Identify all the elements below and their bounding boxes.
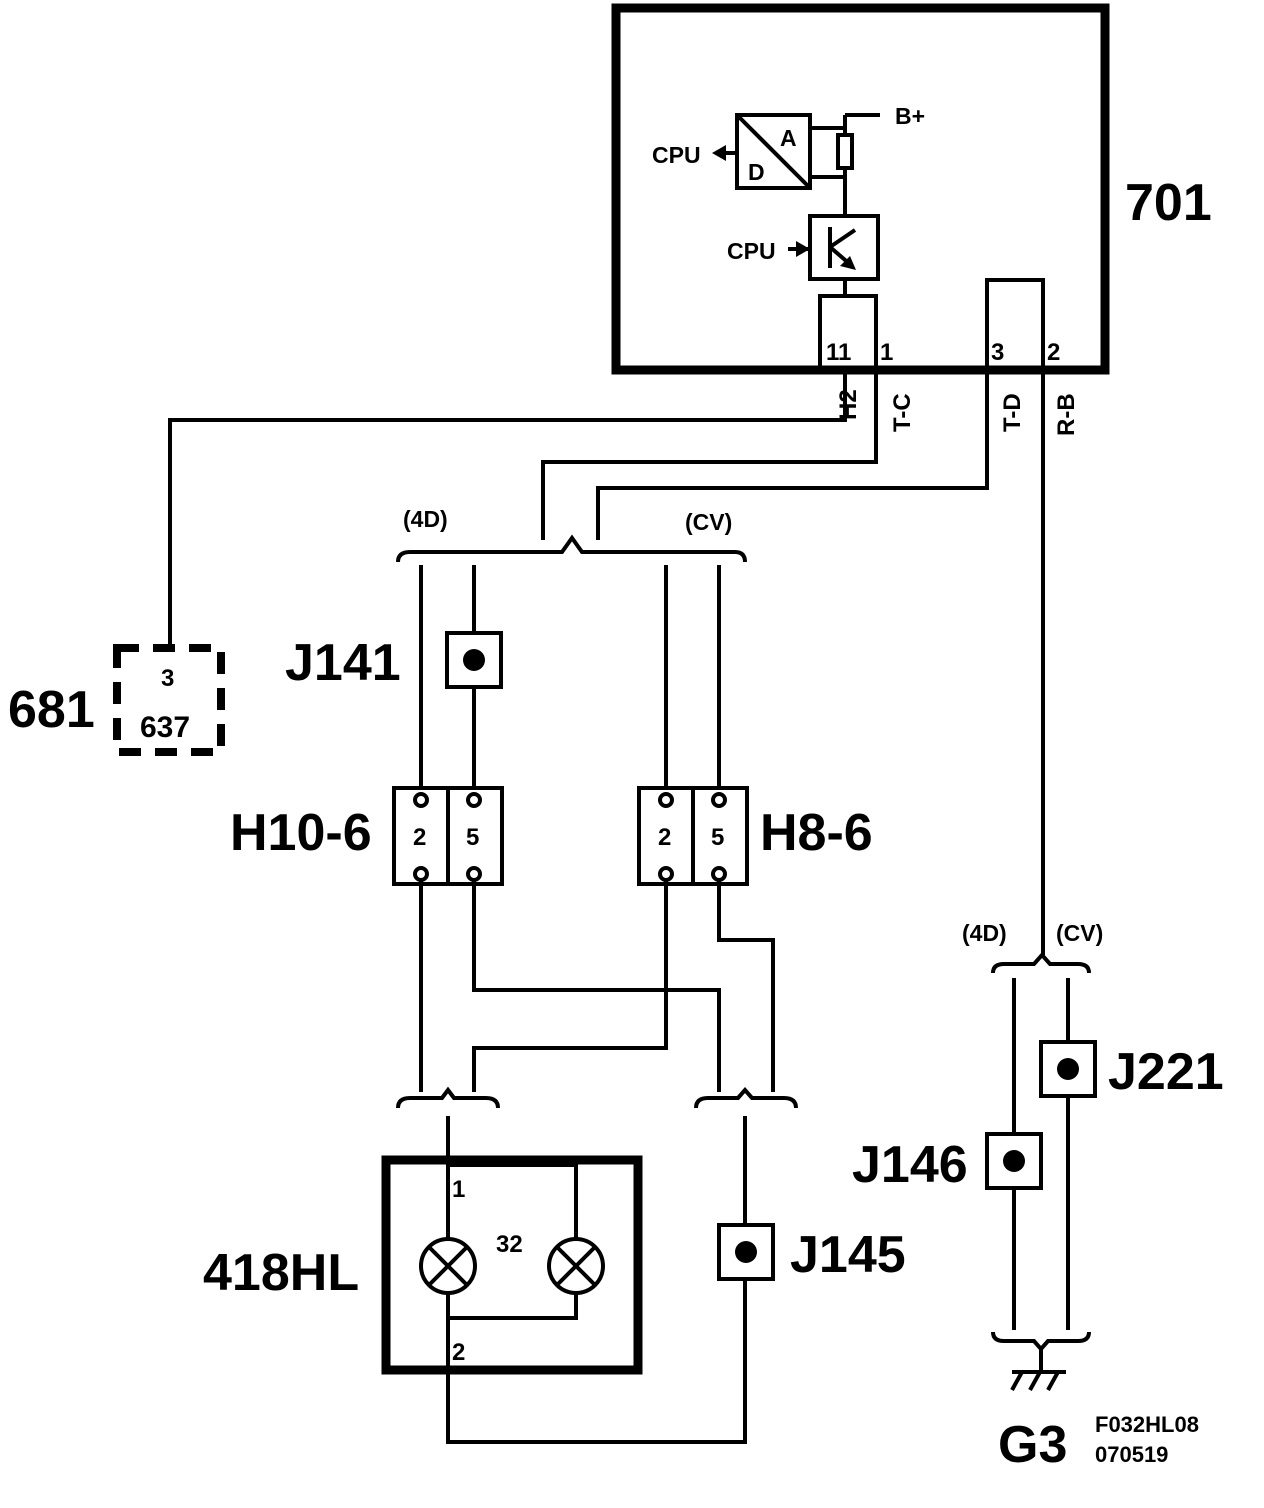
ground-4d-label: (4D)	[962, 920, 1007, 946]
pullup-resistor	[836, 133, 854, 170]
splice-j145: J145	[717, 1223, 906, 1284]
wire-h2-label: H2	[835, 389, 862, 420]
wire-tc-label: T-C	[889, 393, 916, 432]
supply-label: B+	[895, 103, 925, 129]
splice-j141: J141	[285, 631, 503, 692]
ground-symbol-icon	[1010, 1370, 1066, 1391]
ground-upper-brace	[991, 951, 1091, 974]
wire-td-label: T-D	[999, 393, 1026, 432]
lower-wires	[419, 880, 775, 1092]
splice-j146-dot-icon	[1003, 1150, 1025, 1172]
brace-lamp-return	[694, 1086, 798, 1109]
lamp-pin-2: 2	[452, 1339, 465, 1366]
connector-h10-label: H10-6	[230, 804, 372, 862]
connector-h8-label: H8-6	[760, 804, 873, 862]
pin-11-label: 11	[826, 339, 851, 366]
ground-id: G3	[998, 1416, 1067, 1474]
lamp-pin-1: 1	[452, 1176, 465, 1203]
splice-j141-label: J141	[285, 634, 401, 692]
wire-td	[596, 368, 989, 540]
wire-rb-label: R-B	[1053, 393, 1080, 436]
adc-d-label: D	[748, 159, 765, 185]
connector-h8-6: 2 5 H8-6	[637, 786, 873, 886]
splice-j221-label: J221	[1108, 1043, 1224, 1101]
splice-j146-label: J146	[852, 1136, 968, 1194]
module-681-id: 681	[8, 681, 95, 739]
lamp-rating: 32	[496, 1231, 523, 1258]
module-681-code: 637	[140, 711, 190, 744]
pin-housing-3-2	[985, 278, 1045, 370]
cpu-input-arrow-icon	[796, 241, 810, 257]
transistor-emitter-arrow-icon	[840, 256, 856, 270]
adc-output-arrow-icon	[712, 145, 726, 161]
splice-j145-dot-icon	[735, 1241, 757, 1263]
adc-diagonal	[735, 113, 812, 190]
module-681: 681 3 637	[8, 644, 225, 756]
reference-date: 070519	[1095, 1442, 1168, 1467]
pin-1-label: 1	[880, 339, 893, 366]
ecu-wires	[168, 368, 1045, 955]
module-681-pin: 3	[161, 665, 174, 692]
ecu-id: 701	[1125, 174, 1212, 232]
splice-j145-label: J145	[790, 1226, 906, 1284]
ground-lower-brace	[991, 1331, 1091, 1353]
lamp-id: 418HL	[203, 1244, 359, 1302]
h10-pin-2: 2	[413, 824, 426, 851]
module-681-box	[113, 644, 225, 756]
upper-4d-label: (4D)	[403, 506, 448, 532]
lamp-418hl: 418HL 1 2 32	[203, 1116, 747, 1444]
h8-pin-2: 2	[658, 824, 671, 851]
h8-pin-5: 5	[711, 824, 724, 851]
splice-j221-dot-icon	[1057, 1058, 1079, 1080]
ground-cv-label: (CV)	[1056, 920, 1103, 946]
brace-lamp-feed	[396, 1086, 500, 1109]
ecu-701: 701 A D CPU B+ CPU 11 1 3 2 H2	[611, 3, 1212, 436]
adc-a-label: A	[780, 125, 797, 151]
reference-code: F032HL08	[1095, 1412, 1199, 1437]
upper-variant-brace: (4D) (CV)	[396, 506, 747, 563]
pin-housing-11-1	[818, 294, 878, 370]
upper-cv-label: (CV)	[685, 509, 732, 535]
h10-pin-5: 5	[466, 824, 479, 851]
ground-circuit: (4D) (CV) J221 J146 G3	[852, 920, 1224, 1474]
upper-brace	[396, 534, 747, 563]
wire-tc	[541, 368, 878, 540]
ecu-box	[611, 3, 1110, 375]
wire-h2	[168, 368, 847, 648]
lamp-box	[381, 1155, 643, 1375]
cpu-in-label: CPU	[727, 238, 776, 264]
splice-j145-box	[717, 1223, 775, 1281]
pin-3-label: 3	[991, 339, 1004, 366]
splice-j141-dot-icon	[463, 649, 485, 671]
connector-h10-6: 2 5 H10-6	[230, 786, 504, 886]
cpu-out-label: CPU	[652, 142, 701, 168]
transistor-block	[808, 214, 880, 281]
pin-2-label: 2	[1047, 339, 1060, 366]
